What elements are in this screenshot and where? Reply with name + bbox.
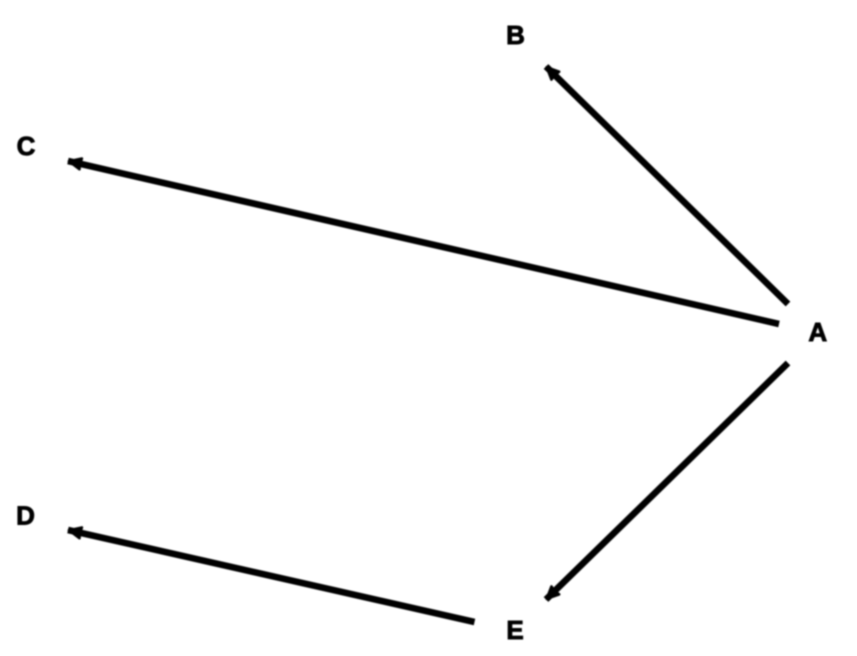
svg-text:A: A	[808, 317, 827, 347]
svg-text:D: D	[16, 501, 35, 531]
svg-text:E: E	[506, 615, 523, 645]
svg-text:C: C	[17, 131, 36, 161]
svg-text:B: B	[506, 20, 525, 50]
